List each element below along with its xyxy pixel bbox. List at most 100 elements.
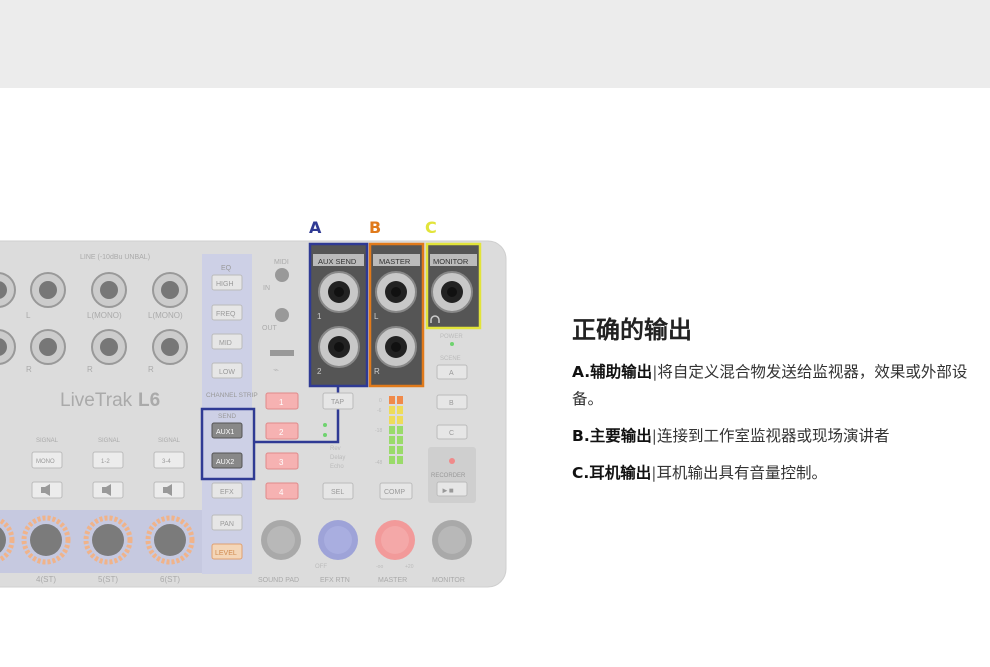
scene-button-label: A <box>449 370 454 377</box>
efx-mode: Rev <box>330 446 341 452</box>
aux2-label: AUX2 <box>216 459 234 466</box>
jack <box>0 329 16 365</box>
scene-button <box>436 394 468 410</box>
info-item-c: C.耳机输出|耳机输出具有音量控制。 <box>572 460 982 487</box>
sound-pad-button <box>265 452 299 470</box>
level-meter <box>389 396 403 464</box>
aux-num: 2 <box>317 367 322 376</box>
monitor-bottom-label: MONITOR <box>432 577 465 584</box>
jack <box>0 272 16 308</box>
ch-button-label: 3-4 <box>162 459 171 465</box>
efx-mode: Delay <box>330 455 345 461</box>
aux-send-output-highlight <box>308 242 369 388</box>
item-label: B.主要输出 <box>572 427 652 445</box>
pan-button <box>211 514 243 531</box>
item-label: A.辅助输出 <box>572 363 653 381</box>
level-label: LEVEL <box>215 550 237 557</box>
midi-in-label: IN <box>263 285 270 292</box>
jack-label: R <box>26 365 32 374</box>
efx-rtn-knob <box>318 520 358 560</box>
knob-mark: -oo <box>376 564 383 570</box>
efx-mode: Echo <box>330 464 344 470</box>
efx-label: EFX <box>220 489 234 496</box>
sound-pad-button <box>265 422 299 440</box>
brand-model: L6 <box>138 390 160 411</box>
info-panel: 正确的输出 A.辅助输出|将自定义混合物发送给监视器，效果或外部设备。 B.主要… <box>572 310 982 497</box>
eq-button-label: FREQ <box>216 311 236 318</box>
sound-pad-knob <box>261 520 301 560</box>
channel-knob <box>0 517 15 563</box>
eq-button <box>211 274 243 291</box>
meter-label: -18 <box>375 428 382 434</box>
item-separator: | <box>651 427 657 445</box>
pan-label: PAN <box>220 521 234 528</box>
aux2-button <box>211 452 243 469</box>
channel-label: 6(ST) <box>160 575 180 584</box>
jack-label: L(MONO) <box>148 311 183 320</box>
section-heading: 正确的输出 <box>572 316 692 344</box>
scene-button-label: C <box>449 430 454 437</box>
sound-pad-button <box>265 482 299 500</box>
aux-send-highlight <box>200 407 256 481</box>
marker-a: A <box>309 218 322 237</box>
channel-knob <box>145 515 195 565</box>
mono-button <box>31 451 63 469</box>
signal-label: SIGNAL <box>36 438 59 444</box>
aux-num: 1 <box>317 312 322 321</box>
power-led <box>450 342 454 346</box>
mono-button <box>92 451 124 469</box>
eq-button-label: HIGH <box>216 281 234 288</box>
meter-label: -48 <box>375 460 382 466</box>
usb-port <box>270 350 294 356</box>
aux1-button <box>211 422 243 439</box>
eq-button-label: LOW <box>219 369 235 376</box>
jack-label: L(MONO) <box>87 311 122 320</box>
info-item-b: B.主要输出|连接到工作室监视器或现场演讲者 <box>572 423 982 450</box>
efx-rtn-label: EFX RTN <box>320 577 350 584</box>
item-text: 耳机输出具有音量控制。 <box>656 464 828 482</box>
item-separator: | <box>652 363 658 381</box>
level-button <box>211 543 243 560</box>
speaker-icon <box>163 484 172 496</box>
item-text: 连接到工作室监视器或现场演讲者 <box>656 427 890 445</box>
jack-label: R <box>148 365 154 374</box>
master-label: MASTER <box>379 257 411 266</box>
signal-label: SIGNAL <box>98 438 121 444</box>
off-label: OFF <box>315 564 327 570</box>
eq-button-label: MID <box>219 340 232 347</box>
midi-in-port <box>275 268 289 282</box>
jack <box>91 329 127 365</box>
aux-send-header <box>313 254 364 266</box>
comp-label: COMP <box>384 489 405 496</box>
brand-name: LiveTrak <box>60 390 133 411</box>
marker-c: C <box>425 218 437 237</box>
item-separator: | <box>651 464 657 482</box>
master-lr: L <box>374 312 379 321</box>
monitor-label: MONITOR <box>433 257 469 266</box>
jack-label: L <box>26 311 31 320</box>
scene-label: SCENE <box>440 356 461 362</box>
aux-send-label: AUX SEND <box>318 257 357 266</box>
ch-button-label: MONO <box>36 459 55 465</box>
comp-button <box>379 482 413 500</box>
mixer-device-image: LINE (-10dBu UNBAL) L L(MONO) L(MONO) R … <box>0 210 520 600</box>
channel-label: 4(ST) <box>36 575 56 584</box>
jack <box>30 272 66 308</box>
tap-button <box>322 392 354 410</box>
meter-label: -6 <box>377 408 382 414</box>
eq-button <box>211 362 243 379</box>
master-header <box>373 254 420 266</box>
master-jack <box>375 326 417 368</box>
play-stop-icon: ►■ <box>441 486 454 495</box>
eq-button <box>211 333 243 350</box>
tap-label: TAP <box>331 399 344 406</box>
jack <box>152 272 188 308</box>
master-knob <box>375 520 415 560</box>
jack <box>152 329 188 365</box>
signal-label: SIGNAL <box>158 438 181 444</box>
speaker-icon <box>41 484 50 496</box>
power-label: POWER <box>440 334 463 340</box>
sel-label: SEL <box>331 489 344 496</box>
channel-label: 5(ST) <box>98 575 118 584</box>
scene-button <box>436 364 468 380</box>
